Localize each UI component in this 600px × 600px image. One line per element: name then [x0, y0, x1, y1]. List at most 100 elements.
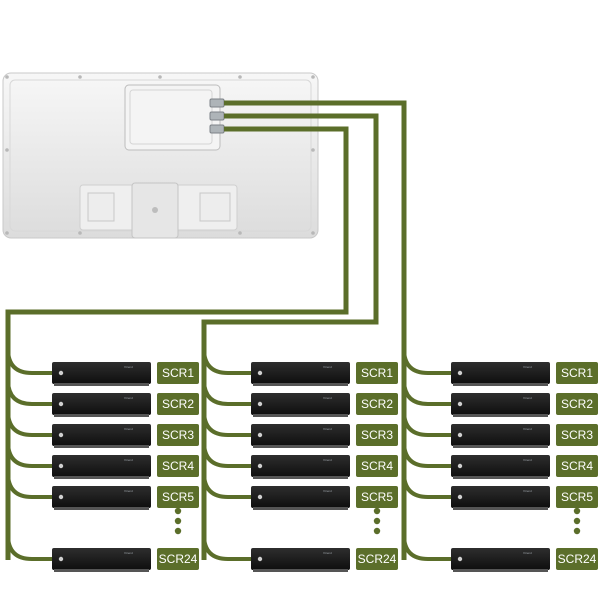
receiver-brand: Xtrend — [323, 551, 332, 555]
scr-label-text: SCR2 — [361, 397, 393, 411]
receiver-body — [451, 548, 550, 570]
branch-cable — [202, 348, 251, 375]
receiver-brand: Xtrend — [323, 458, 332, 462]
receiver-base — [253, 445, 348, 448]
scr-label: SCR24 — [157, 548, 199, 570]
receiver-body — [251, 486, 350, 508]
receiver-box-icon: Xtrend — [52, 424, 151, 448]
receiver-box-icon: Xtrend — [251, 424, 350, 448]
scr-label-text: SCR24 — [159, 552, 198, 566]
screw — [311, 148, 315, 152]
receiver-body — [451, 486, 550, 508]
power-button-icon — [457, 432, 463, 438]
power-button-icon — [58, 463, 64, 469]
receiver-box-icon: Xtrend — [451, 424, 550, 448]
receiver-box-icon: Xtrend — [451, 393, 550, 417]
receiver-box-icon: Xtrend — [451, 486, 550, 510]
power-button-icon — [457, 556, 463, 562]
branch-cable — [6, 410, 52, 437]
branch-cable — [6, 348, 52, 375]
scr-label: SCR2 — [556, 393, 598, 415]
coax-cables — [5, 100, 407, 560]
scr-label-text: SCR24 — [558, 552, 597, 566]
scr-label-text: SCR3 — [361, 428, 393, 442]
scr-label-bg — [556, 393, 598, 415]
power-button-icon — [257, 370, 263, 376]
scr-label: SCR3 — [356, 424, 398, 446]
screw — [158, 75, 162, 79]
scr-label-bg — [356, 455, 398, 477]
receiver-box-icon: Xtrend — [251, 548, 350, 572]
receiver-base — [54, 383, 149, 386]
receiver-brand: Xtrend — [124, 365, 133, 369]
scr-label-text: SCR5 — [361, 490, 393, 504]
scr-label: SCR3 — [556, 424, 598, 446]
trunk-cable-3 — [224, 100, 407, 560]
receiver-base — [54, 569, 149, 572]
receiver-body — [451, 393, 550, 415]
scr-label: SCR2 — [157, 393, 199, 415]
mount-square-right — [199, 192, 231, 222]
receiver-body — [52, 486, 151, 508]
receiver-box-icon: Xtrend — [251, 362, 350, 386]
receiver-base — [253, 414, 348, 417]
mount-square-left — [87, 192, 115, 222]
receiver-brand: Xtrend — [124, 427, 133, 431]
receiver-brand: Xtrend — [523, 396, 532, 400]
scr-label: SCR3 — [157, 424, 199, 446]
scr-label: SCR5 — [556, 486, 598, 508]
scr-label-text: SCR2 — [162, 397, 194, 411]
scr-label: SCR4 — [157, 455, 199, 477]
receiver-box-icon: Xtrend — [52, 455, 151, 479]
receiver-box-icon: Xtrend — [451, 362, 550, 386]
scr-label: SCR1 — [556, 362, 598, 384]
receiver-brand: Xtrend — [323, 427, 332, 431]
scr-label-bg — [556, 424, 598, 446]
receiver-base — [453, 445, 548, 448]
receiver-box-icon: Xtrend — [451, 455, 550, 479]
power-button-icon — [257, 401, 263, 407]
receiver-brand: Xtrend — [124, 551, 133, 555]
receiver-body — [451, 424, 550, 446]
scr-label-text: SCR24 — [358, 552, 397, 566]
branch-cable — [402, 441, 451, 468]
receiver-brand: Xtrend — [323, 365, 332, 369]
power-button-icon — [457, 463, 463, 469]
branch-cable — [6, 472, 52, 499]
branch-cable — [6, 441, 52, 468]
receiver-brand: Xtrend — [523, 489, 532, 493]
screw — [78, 231, 82, 235]
power-button-icon — [257, 432, 263, 438]
scr-label-text: SCR4 — [162, 459, 194, 473]
receiver-body — [52, 362, 151, 384]
dot — [373, 527, 381, 535]
scr-label: SCR1 — [157, 362, 199, 384]
receiver-base — [54, 507, 149, 510]
screw — [5, 231, 9, 235]
scr-label-text: SCR4 — [561, 459, 593, 473]
dot — [573, 517, 581, 525]
scr-label-bg — [556, 548, 598, 570]
receiver-box-icon: Xtrend — [52, 486, 151, 510]
flat-antenna-icon — [2, 72, 319, 239]
receiver-body — [251, 424, 350, 446]
scr-label: SCR1 — [356, 362, 398, 384]
receiver-brand: Xtrend — [523, 365, 532, 369]
receiver-brand: Xtrend — [323, 396, 332, 400]
receiver-body — [52, 548, 151, 570]
receiver-base — [54, 445, 149, 448]
receiver-base — [453, 383, 548, 386]
branch-cable — [202, 472, 251, 499]
power-button-icon — [58, 494, 64, 500]
receiver-brand: Xtrend — [124, 489, 133, 493]
receiver-base — [253, 569, 348, 572]
branch-cable — [202, 379, 251, 406]
scr-label-text: SCR3 — [162, 428, 194, 442]
receiver-brand: Xtrend — [523, 551, 532, 555]
receiver-body — [451, 362, 550, 384]
screw — [238, 231, 242, 235]
branch-cable — [202, 441, 251, 468]
